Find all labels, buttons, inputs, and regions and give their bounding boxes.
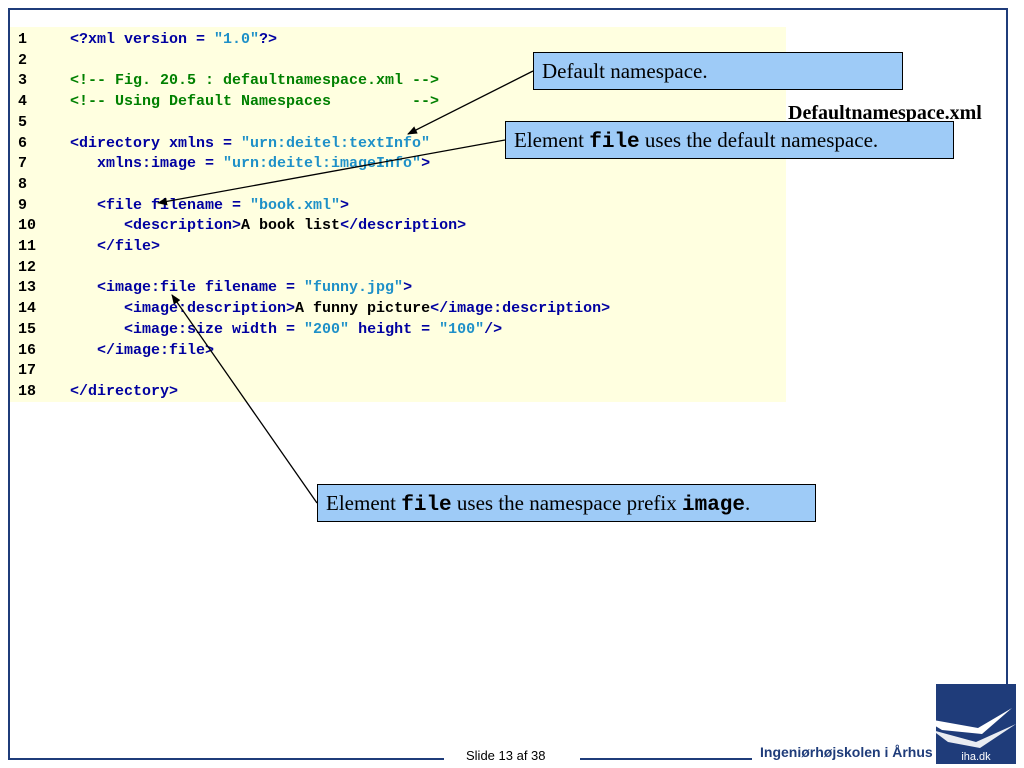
code-token-string: "funny.jpg" [304,279,404,297]
code-line: 1 <?xml version = "1.0"?> [18,30,277,50]
school-name: Ingeniørhøjskolen i Århus [760,744,933,760]
line-number: 14 [18,300,37,318]
callout-default-namespace: Default namespace. [533,52,903,90]
code-line: 12 [18,258,70,278]
code-line: 7 xmlns:image = "urn:deitel:imageInfo"> [18,154,430,174]
line-number: 16 [18,341,37,359]
line-number: 12 [18,258,37,276]
code-token-markup: </directory> [70,382,179,400]
code-token-markup: <directory xmlns = [70,134,242,152]
code-line: 18 </directory> [18,382,178,402]
code-token-comment: <!-- Using Default Namespaces --> [70,93,440,111]
line-number: 11 [18,238,37,255]
arrow-to-xmlns [407,70,534,135]
code-line: 4 <!-- Using Default Namespaces --> [18,92,439,112]
code-token-markup: </file> [70,238,161,255]
code-line: 3 <!-- Fig. 20.5 : defaultnamespace.xml -… [18,71,439,91]
callout-text-post: uses the default namespace. [639,128,879,152]
callout-text: Default namespace. [542,59,708,83]
code-token-text: A book list [241,217,341,235]
code-token-markup: > [403,279,413,297]
line-number: 9 [18,196,28,214]
line-number: 2 [18,51,28,69]
code-token-markup: height = [349,320,440,338]
code-line: 15 <image:size width = "200" height = "1… [18,320,502,340]
line-number: 17 [18,362,37,380]
code-token-string: "urn:deitel:textInfo" [241,134,431,152]
code-token-markup: <image:file filename = [70,279,305,297]
iha-logo: iha.dk [922,684,1016,764]
arrow-to-image-file [171,294,318,504]
footer-rule-left [8,758,444,760]
code-token-markup: </description> [340,217,467,235]
code-token-markup: > [340,196,350,214]
callout-text-pre: Element [514,128,590,152]
callout-text-mid: uses the namespace prefix [451,491,682,515]
line-number: 13 [18,279,37,297]
code-line: 10 <description>A book list</description… [18,216,466,236]
slide-number: Slide 13 af 38 [466,748,546,763]
code-line: 2 [18,51,70,71]
code-line: 6 <directory xmlns = "urn:deitel:textInfo… [18,134,430,154]
line-number: 10 [18,217,37,235]
code-line: 9 <file filename = "book.xml"> [18,196,349,216]
line-number: 7 [18,155,28,173]
code-line: 16 </image:file> [18,341,214,361]
code-line: 11 </file> [18,237,160,257]
footer-rule-right [580,758,752,760]
line-number: 15 [18,320,37,338]
svg-text:iha.dk: iha.dk [961,751,991,763]
frame-left-border [8,8,10,760]
line-number: 8 [18,175,28,193]
code-token-markup: <file filename = [70,196,251,214]
code-token-markup: </image:file> [70,341,215,359]
code-token-string: "100" [439,320,485,338]
code-token-string: "urn:deitel:imageInfo" [223,155,422,173]
code-line: 14 <image:description>A funny picture</i… [18,299,610,319]
code-line: 13 <image:file filename = "funny.jpg"> [18,278,412,298]
code-token-markup: > [421,155,431,173]
line-number: 4 [18,93,28,111]
code-token-markup: xmlns:image = [70,155,224,173]
code-token-string: "1.0" [214,31,260,48]
code-token-markup: </image:description> [430,300,611,318]
callout-file-default-namespace: Element file uses the default namespace. [505,121,954,159]
line-number: 1 [18,31,28,48]
callout-code-image: image [681,494,745,517]
line-number: 5 [18,113,28,131]
code-line: 8 [18,175,70,195]
callout-text-post: . [745,491,751,515]
callout-code-file: file [589,131,640,154]
callout-file-namespace-prefix: Element file uses the namespace prefix i… [317,484,816,522]
code-token-string: "200" [304,320,350,338]
slide-file-title: Defaultnamespace.xml [788,102,982,124]
code-token-markup: <image:description> [70,300,296,318]
code-line: 17 [18,361,70,381]
callout-code-file: file [401,494,452,517]
code-token-markup: <?xml version = [70,31,215,48]
arrow-to-file-element [157,139,506,206]
code-token-markup: <description> [70,217,242,235]
code-token-string: "book.xml" [250,196,341,214]
line-number: 3 [18,72,28,90]
frame-right-border [1006,8,1008,690]
code-token-markup: ?> [259,31,278,48]
code-line: 5 [18,113,70,133]
code-token-text: A funny picture [295,300,431,318]
line-number: 18 [18,382,37,400]
code-token-comment: <!-- Fig. 20.5 : defaultnamespace.xml --… [70,72,440,90]
line-number: 6 [18,134,28,152]
frame-top-border [8,8,1006,10]
code-token-markup: /> [484,320,503,338]
callout-text-pre: Element [326,491,402,515]
